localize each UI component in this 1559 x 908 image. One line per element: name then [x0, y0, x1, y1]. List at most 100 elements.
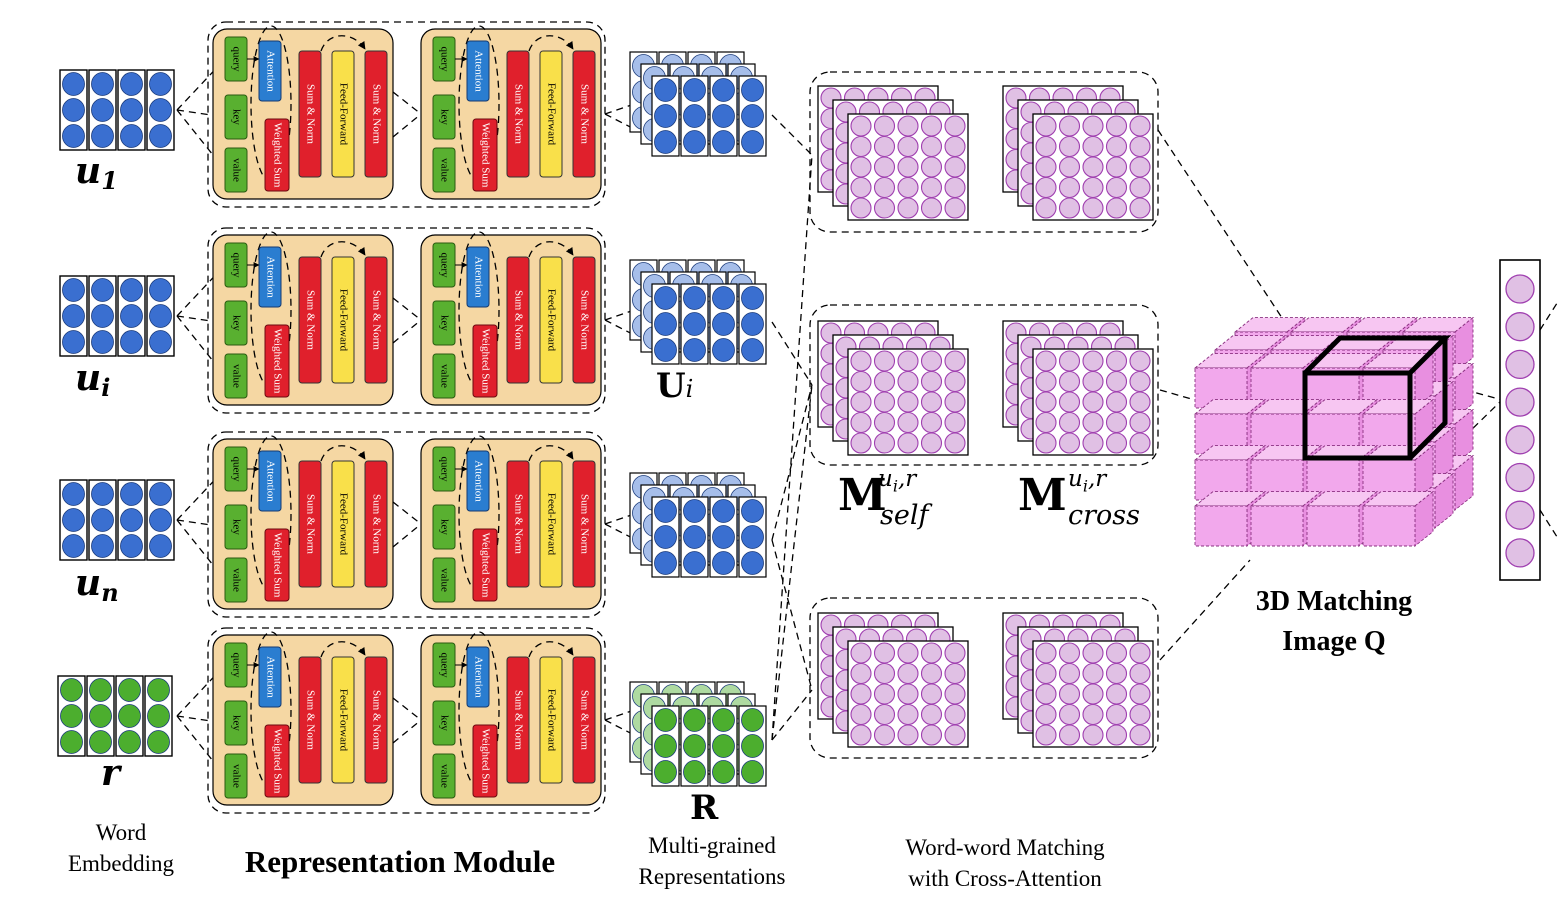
embedding-node: [118, 704, 141, 728]
block-link: [392, 297, 422, 344]
matrix-cell: [1129, 642, 1151, 664]
stack-node: [712, 551, 735, 575]
stack-node: [683, 708, 706, 732]
matrix-cell: [873, 156, 896, 178]
matrix-cell: [1082, 642, 1104, 664]
matrix-cell: [1035, 683, 1057, 705]
voxel-side: [1454, 408, 1474, 465]
stack-node: [654, 551, 677, 575]
block-key: [224, 300, 248, 346]
matrix-cell: [920, 662, 943, 685]
block-sum-norm-1-label: Sum & Norm: [304, 84, 316, 144]
stack-node: [683, 525, 706, 549]
block-sum-norm-2: [572, 256, 596, 384]
voxel-side: [1454, 362, 1474, 419]
matching-link: [771, 114, 813, 156]
embedding-node: [91, 304, 114, 328]
module-outline: [207, 431, 606, 618]
label-r: r: [101, 752, 120, 794]
stack-node: [683, 78, 706, 102]
stack-node: [741, 525, 764, 549]
matrix-cell: [1082, 350, 1104, 372]
block-key: [224, 504, 248, 550]
matrix-cell: [897, 683, 919, 705]
stack-node: [712, 525, 735, 549]
matrix-cell: [1082, 683, 1104, 705]
block-weighted-sum-label: Weighted Sum: [271, 729, 283, 794]
block-sum-norm-2: [572, 50, 596, 178]
matrix-cell: [1082, 176, 1104, 199]
stack-node: [712, 130, 735, 154]
matrix-cell: [1058, 115, 1081, 137]
matrix-cell: [1105, 724, 1128, 746]
matrix-cell: [944, 391, 966, 413]
matrix-cell: [1082, 370, 1104, 393]
block-value: [224, 557, 248, 603]
matrix-cell: [873, 350, 896, 372]
embedding-node: [60, 704, 83, 728]
block-feed-forward: [539, 256, 563, 384]
matrix-cell: [920, 411, 943, 434]
block-link: [392, 91, 422, 138]
matrix-cell: [944, 432, 966, 454]
embedding-node: [91, 508, 114, 532]
matrix-cell: [1058, 391, 1081, 413]
matrix-cell: [1105, 432, 1128, 454]
embedding-node: [91, 124, 114, 148]
embedding-node: [62, 330, 85, 354]
matrix-cell: [1035, 724, 1057, 746]
embedding-node: [62, 304, 85, 328]
matrix-cell: [850, 370, 872, 393]
embedding-node: [149, 508, 172, 532]
block-sum-norm-2-label: Sum & Norm: [370, 290, 382, 350]
block-query-label: query: [230, 252, 242, 278]
matrix-cell: [1035, 370, 1057, 393]
representation-stack: [629, 681, 767, 787]
stack-node: [683, 130, 706, 154]
caption-word-word-matching: Word-word Matching with Cross-Attention: [905, 835, 1105, 891]
matrix-cell: [920, 115, 943, 137]
matrix-cell: [873, 432, 896, 454]
embedding-node: [91, 98, 114, 122]
block-sum-norm-1: [506, 50, 530, 178]
embedding-node: [120, 98, 143, 122]
stack-node: [741, 338, 764, 362]
label-M-self: M ui,r self: [838, 466, 929, 531]
block-value-label: value: [438, 568, 450, 592]
matrix-cell: [897, 115, 919, 137]
stack-node: [654, 104, 677, 128]
matrix-cell: [920, 683, 943, 705]
embedding-node: [120, 124, 143, 148]
attention-scope: [250, 631, 292, 789]
matrix-cell: [1082, 432, 1104, 454]
stack-node: [683, 312, 706, 336]
stack-node: [654, 130, 677, 154]
block-sum-norm-2-label: Sum & Norm: [370, 494, 382, 554]
matching-link: [771, 689, 813, 741]
matrix-cell: [1035, 642, 1057, 664]
block-sum-norm-1-label: Sum & Norm: [512, 290, 524, 350]
matrix-cell: [944, 115, 966, 137]
block-attention: [258, 40, 282, 102]
matrix-cell: [1105, 370, 1128, 393]
matrix-cell: [1129, 370, 1151, 393]
block-sum-norm-1-label: Sum & Norm: [512, 690, 524, 750]
matrix-cell: [1129, 350, 1151, 372]
embedding-node: [120, 482, 143, 506]
block-value: [432, 353, 456, 399]
matching-matrix: [1032, 640, 1154, 748]
matrix-group-outline: [809, 304, 1159, 466]
representation-stack: [629, 472, 767, 578]
matrix-cell: [1058, 703, 1081, 726]
block-key-label: key: [438, 715, 450, 731]
matrix-cell: [850, 724, 872, 746]
stack-node: [654, 760, 677, 784]
embedding-node: [120, 304, 143, 328]
stack-node: [683, 286, 706, 310]
matrix-cell: [1082, 135, 1104, 158]
block-key-label: key: [438, 315, 450, 331]
block-sum-norm-1-label: Sum & Norm: [304, 290, 316, 350]
block-feed-forward-label: Feed-Forward: [545, 493, 557, 556]
